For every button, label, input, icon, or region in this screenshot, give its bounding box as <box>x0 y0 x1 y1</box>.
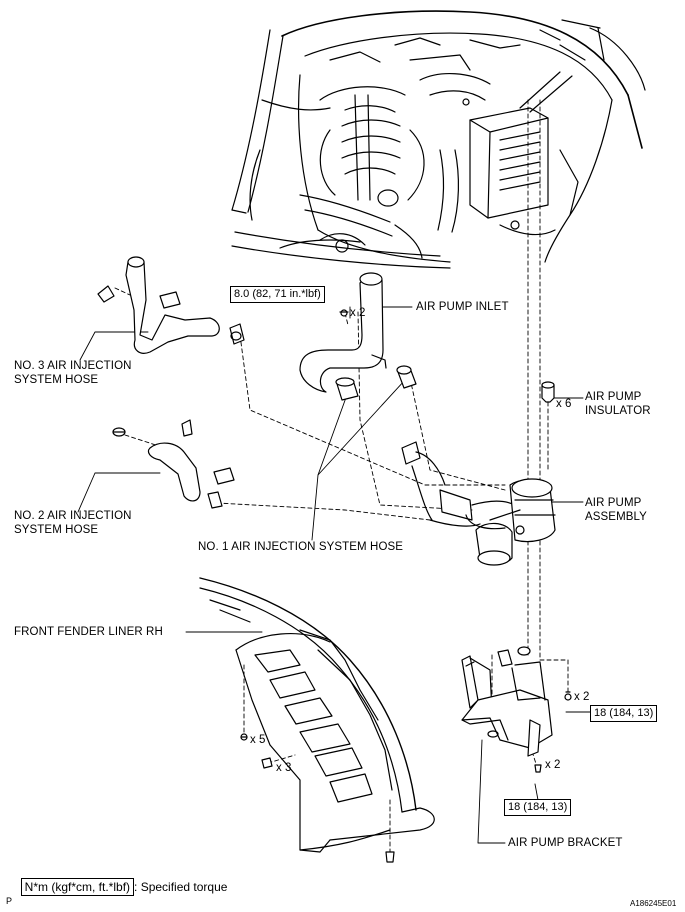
label-air-pump-assembly-line1: AIR PUMP <box>585 497 642 509</box>
vehicle-wheel-well <box>231 10 646 269</box>
label-air-pump-assembly-line2: ASSEMBLY <box>585 511 647 523</box>
label-air-pump-inlet: AIR PUMP INLET <box>416 301 509 313</box>
no1-hose-parts <box>335 365 417 401</box>
air-pump-bracket-part <box>461 646 572 773</box>
legend-box: N*m (kgf*cm, ft.*lbf) <box>20 878 135 896</box>
no2-hose-part <box>112 419 235 509</box>
qty-fender-clips: x 5 <box>250 734 266 746</box>
air-pump-inlet-part <box>299 272 387 393</box>
qty-insulator: x 6 <box>556 398 572 410</box>
label-no2-hose-line2: SYSTEM HOSE <box>14 524 99 536</box>
air-pump-assembly-part <box>401 441 556 566</box>
label-no3-hose-line2: SYSTEM HOSE <box>14 374 99 386</box>
label-air-pump-insulator-line1: AIR PUMP <box>585 391 642 403</box>
qty-bracket-nuts: x 2 <box>574 691 590 703</box>
torque-bracket-nuts: 18 (184, 13) <box>590 705 658 722</box>
label-no2-hose-line1: NO. 2 AIR INJECTION <box>14 510 132 522</box>
label-air-pump-bracket: AIR PUMP BRACKET <box>508 837 623 849</box>
label-air-pump-insulator-line2: INSULATOR <box>585 405 651 417</box>
qty-bracket-bolts: x 2 <box>545 759 561 771</box>
label-no1-hose: NO. 1 AIR INJECTION SYSTEM HOSE <box>198 541 404 553</box>
torque-bracket-bolts: 18 (184, 13) <box>504 799 572 816</box>
label-front-fender-liner: FRONT FENDER LINER RH <box>14 626 163 638</box>
torque-inlet-bolts: 8.0 (82, 71 in.*lbf) <box>230 286 325 303</box>
leader-lines <box>77 306 591 844</box>
torque-legend: N*m (kgf*cm, ft.*lbf): Specified torque <box>14 865 228 896</box>
label-no3-hose-line1: NO. 3 AIR INJECTION <box>14 360 132 372</box>
air-pump-insulator-part <box>541 381 555 403</box>
figure-id: A186245E01 <box>630 899 677 908</box>
legend-description: : Specified torque <box>134 880 228 894</box>
no3-hose-part <box>97 256 245 354</box>
qty-fender-screws: x 3 <box>276 762 292 774</box>
qty-inlet-bolts: x 2 <box>350 307 366 319</box>
front-fender-liner-part <box>199 577 435 863</box>
footer-left-code: P <box>6 896 13 906</box>
